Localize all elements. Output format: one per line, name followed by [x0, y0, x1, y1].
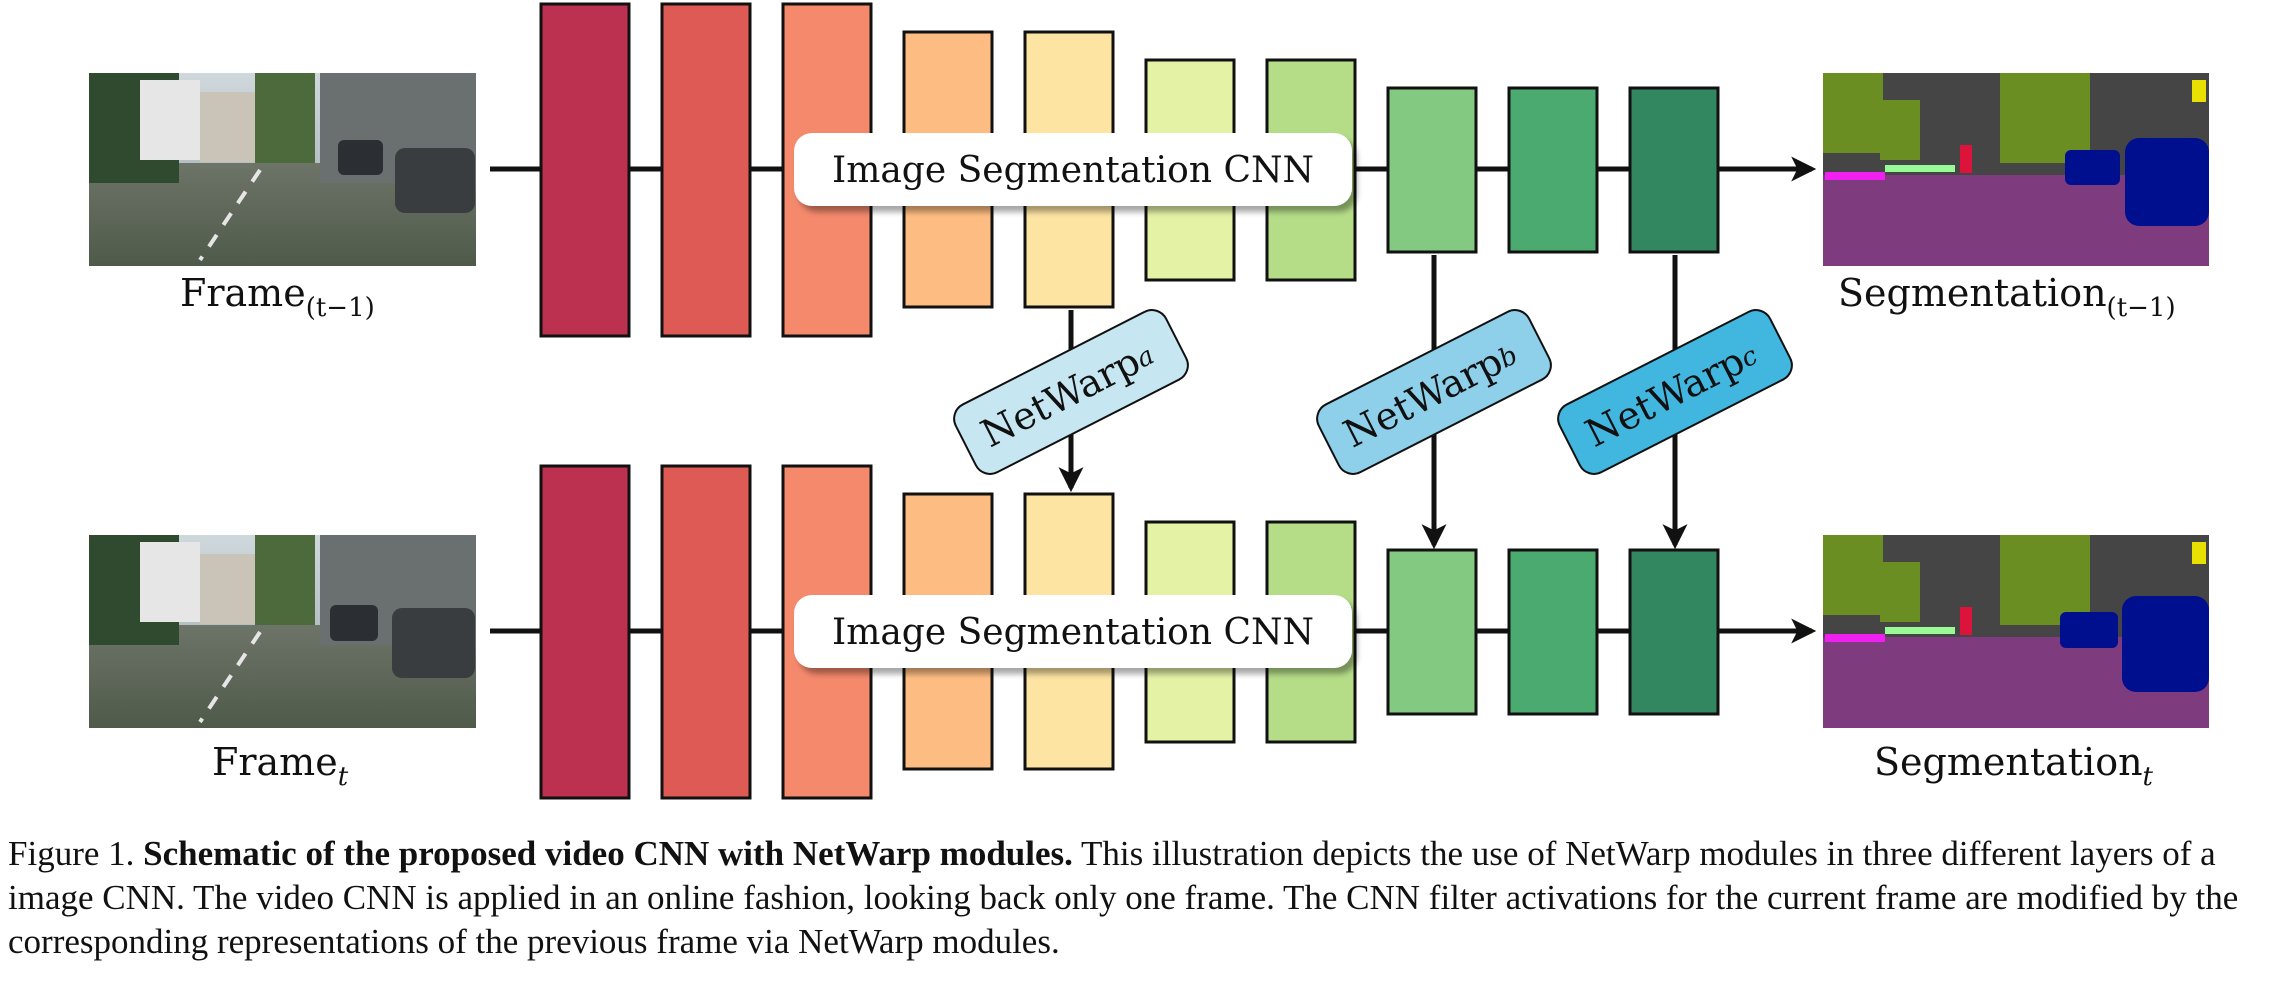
cnn-layer-prev-1	[539, 2, 631, 338]
cnn-layer-curr-1	[539, 464, 631, 800]
segmentation-prev-image	[1823, 73, 2209, 266]
netwarp-schematic: Frame(t−1) Segmentation(t−1) Image Segme…	[89, 2, 2209, 800]
frame-curr-label: Framet	[212, 740, 349, 792]
caption-title: Schematic of the proposed video CNN with…	[143, 834, 1073, 873]
frame-prev-label: Frame(t−1)	[180, 271, 375, 323]
segmentation-prev-label: Segmentation(t−1)	[1838, 271, 2176, 323]
cnn-layer-curr-2	[660, 464, 752, 800]
cnn-layer-prev-9	[1507, 86, 1599, 254]
cnn-label-curr: Image Segmentation CNN	[832, 612, 1314, 653]
row-previous-frame: Frame(t−1) Segmentation(t−1) Image Segme…	[89, 2, 2209, 338]
segmentation-curr-label: Segmentationt	[1874, 740, 2154, 792]
caption-body: This illustration depicts the use of Net…	[8, 834, 2239, 961]
frame-prev-image	[89, 73, 476, 266]
cnn-layer-prev-10	[1628, 86, 1720, 254]
cnn-layer-curr-8	[1386, 548, 1478, 716]
figure-caption: Figure 1. Schematic of the proposed vide…	[8, 832, 2288, 964]
cnn-layer-prev-8	[1386, 86, 1478, 254]
cnn-layer-curr-10	[1628, 548, 1720, 716]
cnn-label-prev: Image Segmentation CNN	[832, 150, 1314, 191]
cnn-label-box-curr: Image Segmentation CNN	[794, 595, 1352, 668]
caption-figure-number: Figure 1.	[8, 834, 135, 873]
row-current-frame: Framet Segmentationt Image Segmentation …	[89, 464, 2209, 800]
cnn-layer-curr-9	[1507, 548, 1599, 716]
frame-curr-image	[89, 535, 476, 728]
segmentation-curr-image	[1823, 535, 2209, 728]
cnn-label-box-prev: Image Segmentation CNN	[794, 133, 1352, 206]
cnn-layer-prev-2	[660, 2, 752, 338]
